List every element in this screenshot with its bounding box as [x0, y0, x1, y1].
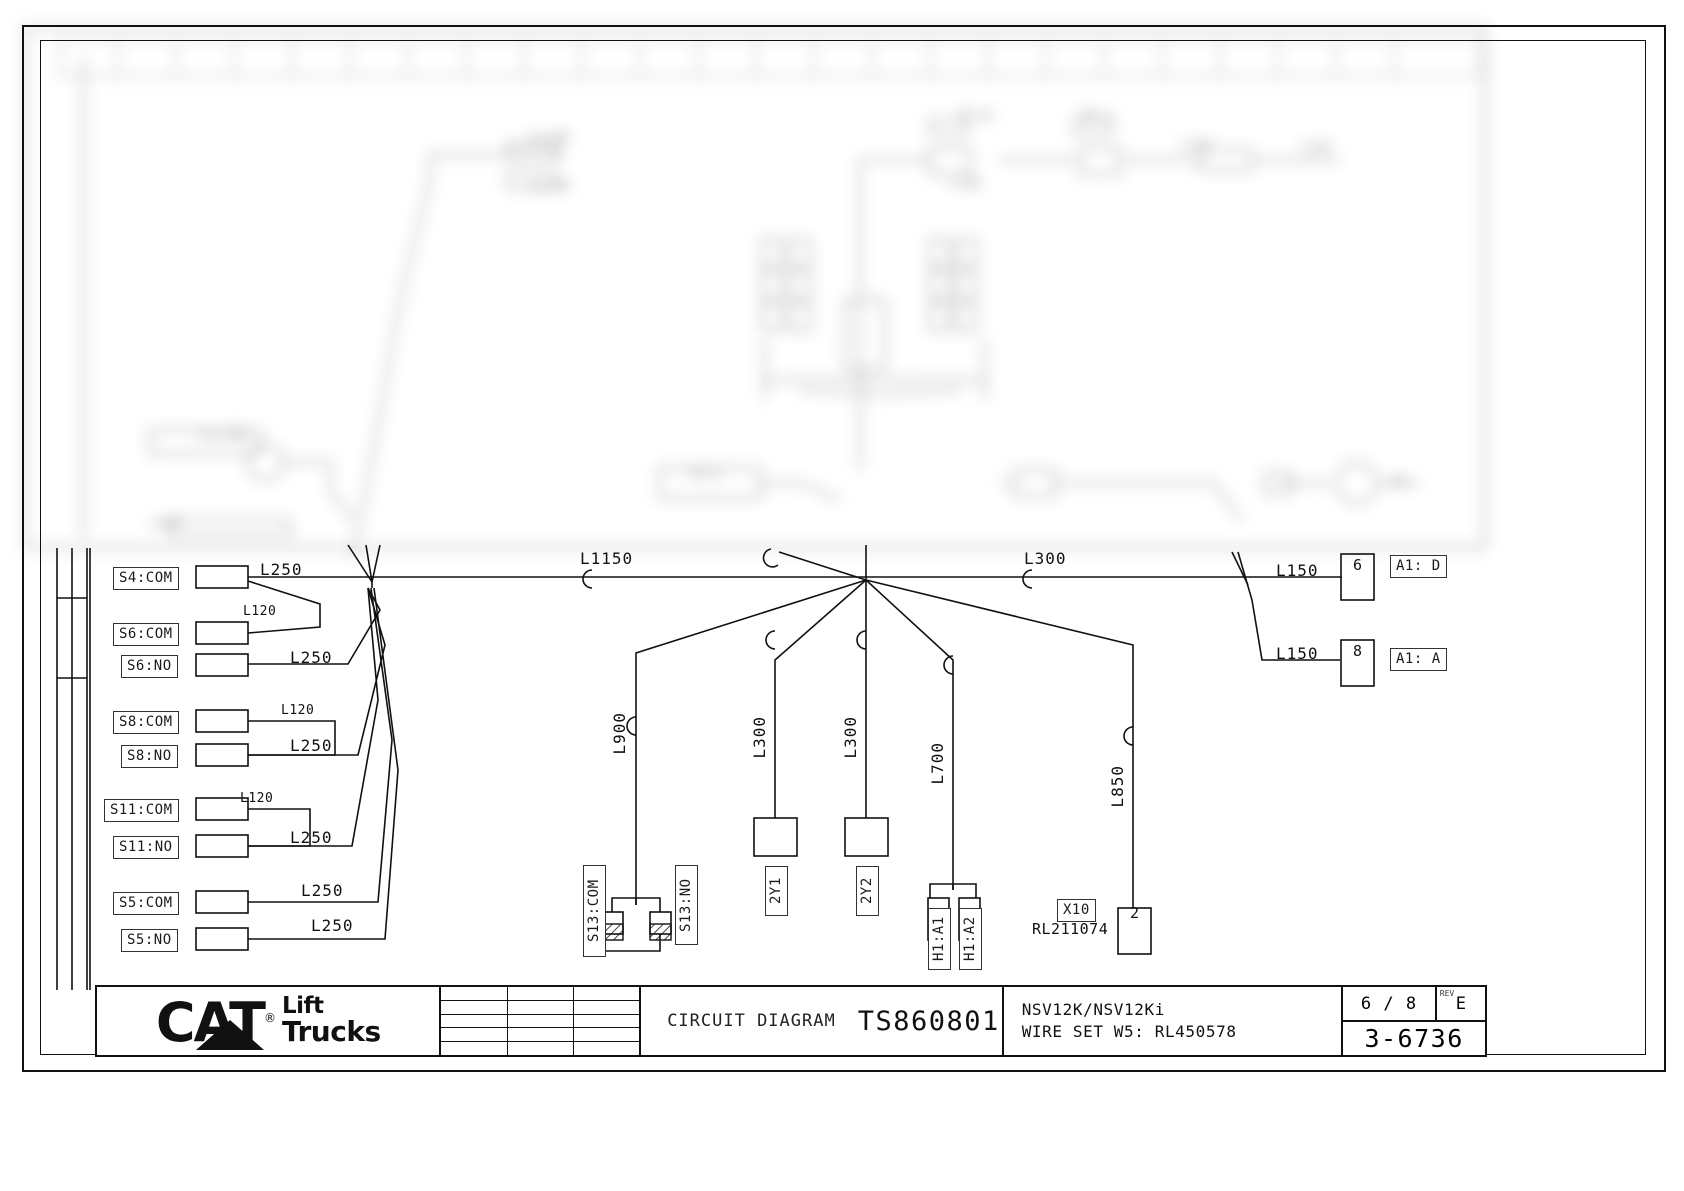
svg-text:L150: L150 [950, 177, 981, 192]
wire-label-l150-top: L150 [1276, 561, 1319, 580]
revision-cell-value: REV E [1437, 987, 1485, 1020]
registered-trademark-icon: ® [263, 1010, 276, 1025]
revision-table [441, 987, 642, 1055]
wire-label-l150-bottom: L150 [1276, 644, 1319, 663]
svg-text:.: . [410, 289, 418, 304]
wire-label-l250-s11no: L250 [290, 828, 333, 847]
terminal-label-s8-no: S8:NO [121, 745, 178, 768]
terminal-label-s11-no: S11:NO [113, 836, 179, 859]
sheet-code: 3-6736 [1364, 1024, 1464, 1053]
svg-text:L300: L300 [150, 517, 181, 532]
wire-label-l120-2: L120 [281, 703, 315, 718]
wire-label-l1150: L1150 [580, 549, 634, 568]
terminal-label-s5-no: S5:NO [121, 929, 178, 952]
cat-lift-trucks-logo: CAT® Lift Trucks [97, 987, 442, 1055]
sheet-info-cell: 6 / 8 REV E 3-6736 [1343, 987, 1485, 1055]
svg-text:L150: L150 [1180, 139, 1211, 154]
drawing-description-cell: NSV12K/NSV12Ki WIRE SET W5: RL450578 [1004, 987, 1344, 1055]
wire-label-l900: L900 [610, 712, 629, 755]
terminal-label-s5-com: S5:COM [113, 892, 179, 915]
wire-label-l250-s4: L250 [260, 560, 303, 579]
revision-cell [508, 1042, 574, 1055]
revision-cell [574, 1042, 639, 1055]
cat-wordmark: CAT® [155, 990, 276, 1054]
connector-partnumber-x10: RL211074 [1032, 920, 1109, 938]
device-label-2y1: 2Y1 [765, 866, 788, 916]
wire-label-l850: L850 [1108, 765, 1127, 808]
wire-label-l120-1: L120 [243, 604, 277, 619]
revision-cell [441, 1014, 508, 1028]
logo-line-lift: Lift [281, 992, 324, 1019]
description-line-1: NSV12K/NSV12Ki [1021, 1000, 1165, 1020]
wire-label-l250-s6no: L250 [290, 648, 333, 667]
svg-text:S2:COM: S2:COM [200, 429, 247, 444]
connector-label-a1-d: A1: D [1390, 555, 1447, 578]
wire-label-l300-bus: L300 [1024, 549, 1067, 568]
wire-label-l120-3: L120 [240, 791, 274, 806]
terminal-label-s11-com: S11:COM [104, 799, 179, 822]
revision-cell [441, 1000, 508, 1014]
revision-cell [441, 1028, 508, 1042]
lift-trucks-wordmark: Lift Trucks [281, 992, 381, 1048]
revision-cell [508, 987, 574, 1000]
page-number: 6 / 8 [1343, 987, 1437, 1020]
revision-row [441, 987, 640, 1001]
svg-text:L150: L150 [1300, 141, 1331, 156]
drawing-kind-text: CIRCUIT DIAGRAM [667, 1011, 836, 1031]
revision-row [441, 1014, 640, 1029]
revision-cell [508, 1000, 574, 1014]
revision-row [441, 1028, 640, 1043]
revision-cell [574, 1015, 639, 1028]
revision-row [441, 1000, 640, 1015]
device-label-s13-no: S13:NO [675, 865, 698, 945]
connector-label-a1-a: A1: A [1390, 648, 1447, 671]
terminal-label-s8-com: S8:COM [113, 711, 179, 734]
wire-label-l300-2y2: L300 [841, 716, 860, 759]
drawing-number-text: TS860801 [857, 1005, 1000, 1037]
svg-text:S1:NO: S1:NO [530, 179, 569, 194]
revision-cell [574, 1028, 639, 1041]
logo-line-trucks: Trucks [281, 1014, 381, 1048]
title-block: CAT® Lift Trucks CIRCUIT DIAGRAM TS86080… [95, 985, 1487, 1057]
device-label-h1-a1: H1:A1 [928, 908, 951, 970]
revision-cell [508, 1014, 574, 1028]
connector-label-x10: X10 [1057, 899, 1096, 922]
revision-cell [441, 987, 508, 1000]
description-line-2: WIRE SET W5: RL450578 [1021, 1022, 1237, 1041]
wire-label-l250-s5no: L250 [311, 916, 354, 935]
revision-cell [574, 987, 639, 1000]
connector-pin-8: 8 [1352, 642, 1363, 660]
revision-cell [508, 1028, 574, 1042]
svg-text:A1:E: A1:E [690, 467, 721, 482]
device-label-h1-a2: H1:A2 [959, 908, 982, 970]
terminal-label-s6-no: S6:NO [121, 655, 178, 678]
svg-text:B1:C: B1:C [1082, 109, 1113, 124]
cat-triangle-icon [195, 1019, 264, 1050]
wire-label-l250-s8no: L250 [290, 736, 333, 755]
terminal-label-s4-com: S4:COM [113, 567, 179, 590]
terminal-label-s6-com: S6:COM [113, 623, 179, 646]
wire-label-l250-s5com: L250 [301, 881, 344, 900]
drawing-title-cell: CIRCUIT DIAGRAM TS860801 [641, 987, 1004, 1055]
svg-text:S1:NO: S1:NO [530, 131, 569, 146]
svg-text:X9: X9 [1390, 475, 1406, 490]
revision-caption: REV [1439, 989, 1455, 998]
wire-label-l700: L700 [928, 742, 947, 785]
device-label-s13-com: S13:COM [583, 865, 606, 957]
connector-pin-6: 6 [1352, 556, 1363, 574]
revision-cell [574, 1001, 639, 1014]
connector-pin-x10: 2 [1129, 904, 1140, 922]
wire-label-l300-2y1: L300 [750, 716, 769, 759]
svg-text:B1:B: B1:B [960, 109, 991, 124]
sheet-outer-border [22, 25, 1666, 1072]
revision-letter: E [1455, 993, 1466, 1014]
revision-cell [441, 1042, 508, 1055]
device-label-2y2: 2Y2 [856, 866, 879, 916]
revision-row [441, 1042, 639, 1055]
